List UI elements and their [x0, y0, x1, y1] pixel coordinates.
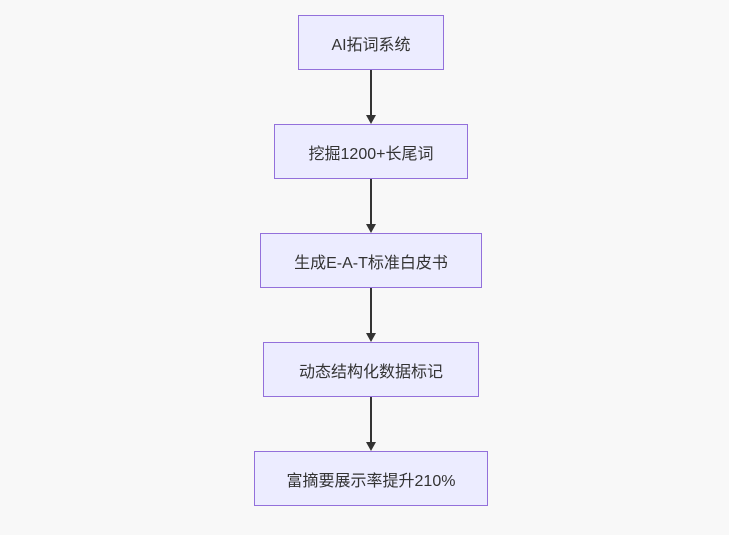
arrow-line	[370, 397, 372, 444]
arrow-line	[370, 179, 372, 226]
flow-node-rich-snippet-rate-increase: 富摘要展示率提升210%	[254, 451, 488, 506]
flow-arrow-down	[364, 288, 378, 342]
flow-node-label: 富摘要展示率提升210%	[286, 472, 456, 490]
arrowhead-down-icon	[366, 115, 376, 124]
flow-node-label: 挖掘1200+长尾词	[308, 145, 434, 163]
flow-node-dynamic-structured-data-markup: 动态结构化数据标记	[263, 342, 479, 397]
flow-node-generate-eat-whitepaper: 生成E-A-T标准白皮书	[260, 233, 482, 288]
flow-node-label: 生成E-A-T标准白皮书	[294, 254, 448, 272]
flow-node-mine-longtail-keywords: 挖掘1200+长尾词	[274, 124, 468, 179]
arrowhead-down-icon	[366, 224, 376, 233]
arrowhead-down-icon	[366, 333, 376, 342]
flow-node-label: AI拓词系统	[331, 36, 411, 54]
arrow-line	[370, 288, 372, 335]
arrow-line	[370, 70, 372, 117]
flow-node-label: 动态结构化数据标记	[298, 363, 443, 381]
flow-arrow-down	[364, 179, 378, 233]
flow-node-ai-word-expansion-system: AI拓词系统	[298, 15, 444, 70]
arrowhead-down-icon	[366, 442, 376, 451]
flow-arrow-down	[364, 70, 378, 124]
flow-arrow-down	[364, 397, 378, 451]
